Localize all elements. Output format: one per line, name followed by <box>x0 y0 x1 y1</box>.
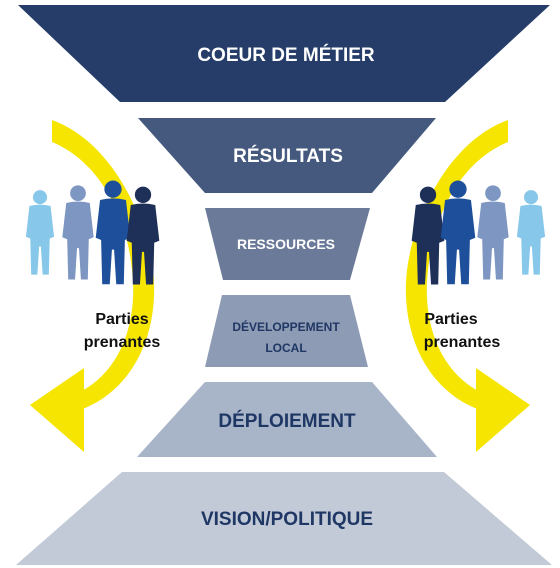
person-icon <box>516 190 546 275</box>
layer-vision-label: VISION/POLITIQUE <box>201 509 373 530</box>
layer-deploiement: DÉPLOIEMENT <box>137 382 437 457</box>
layer-coeur-de-metier: COEUR DE MÉTIER <box>18 5 550 102</box>
layer-deploiement-label: DÉPLOIEMENT <box>218 410 356 432</box>
layer-vision-politique: VISION/POLITIQUE <box>16 472 552 565</box>
right-stakeholder-group <box>411 180 546 285</box>
layer-coeur-label: COEUR DE MÉTIER <box>197 44 375 66</box>
layer-developpement-local: DÉVELOPPEMENT LOCAL <box>205 295 368 367</box>
left-arrow-head <box>30 368 84 452</box>
left-curved-arrow <box>30 120 155 452</box>
left-stakeholders-label-line2: prenantes <box>84 334 161 351</box>
person-icon <box>477 185 509 280</box>
right-arrow-head <box>476 368 530 452</box>
layer-deploiement-shape <box>137 382 437 457</box>
right-stakeholders-label-line1: Parties <box>424 311 477 328</box>
layer-resultats-shape <box>138 118 436 193</box>
layer-developpement-label-line2: LOCAL <box>265 341 306 355</box>
layer-vision-shape <box>16 472 552 565</box>
layer-ressources: RESSOURCES <box>205 208 370 280</box>
person-icon <box>25 190 55 275</box>
layer-coeur-shape <box>18 5 550 102</box>
right-stakeholders-label-line2: prenantes <box>424 334 501 351</box>
layer-ressources-shape <box>205 208 370 280</box>
layer-developpement-shape <box>205 295 368 367</box>
right-curved-arrow <box>405 120 530 452</box>
right-arrow-body <box>405 120 508 410</box>
left-stakeholder-group <box>25 180 160 285</box>
layer-resultats-label: RÉSULTATS <box>233 145 343 167</box>
left-arrow-body <box>52 120 155 410</box>
layer-resultats: RÉSULTATS <box>138 118 436 193</box>
left-stakeholders-label-line1: Parties <box>95 311 148 328</box>
layer-developpement-label-line1: DÉVELOPPEMENT <box>232 319 340 334</box>
layer-ressources-label: RESSOURCES <box>237 236 335 252</box>
person-icon <box>62 185 94 280</box>
